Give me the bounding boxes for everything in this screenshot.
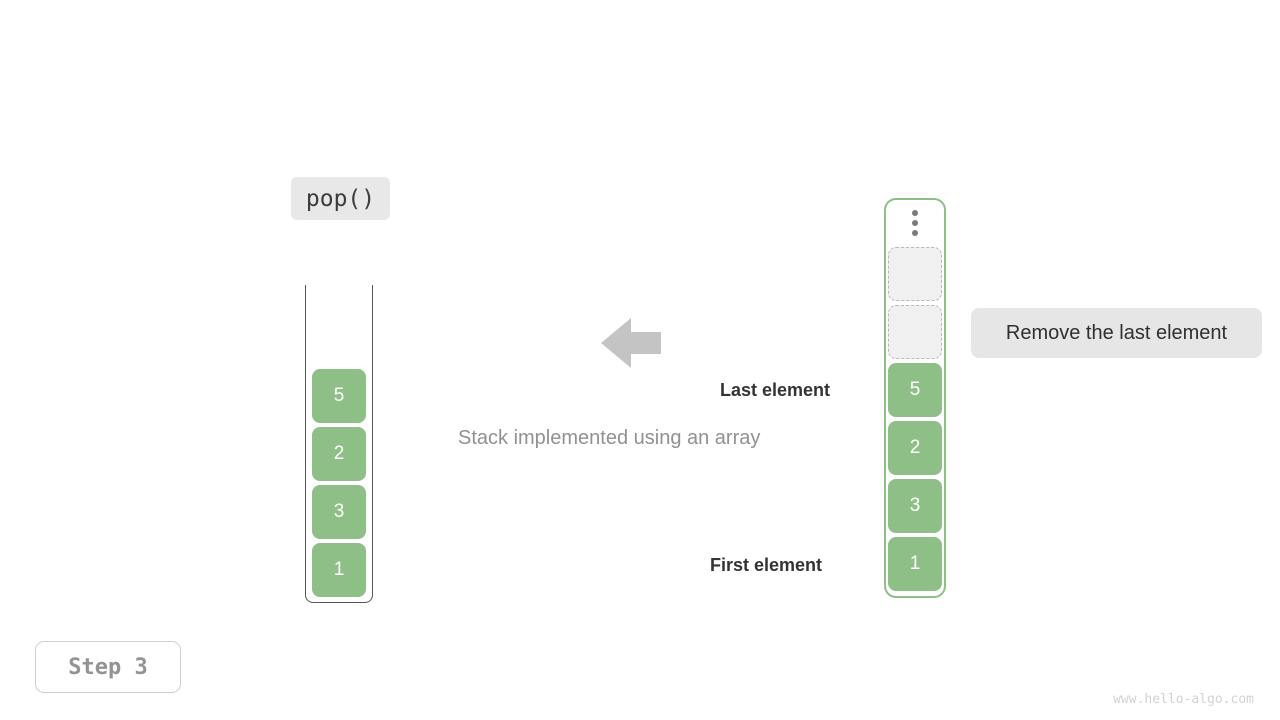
stack-cell: 5 <box>888 363 942 417</box>
right-stack-cells: 5 2 3 1 <box>888 247 942 591</box>
ellipsis-dot <box>912 220 918 226</box>
stack-cell: 1 <box>888 537 942 591</box>
annotation-first-element: First element <box>710 555 823 575</box>
callout-remove-last-element: Remove the last element <box>971 308 1262 358</box>
stack-cell-value: 2 <box>909 437 921 458</box>
stack-cell: 2 <box>888 421 942 475</box>
stack-cell-empty <box>888 305 942 359</box>
diagram-caption: Stack implemented using an array <box>458 427 761 449</box>
annotation-last-element: Last element <box>720 380 831 400</box>
vertical-ellipsis-icon <box>886 210 944 236</box>
operation-label: pop() <box>291 177 390 220</box>
step-badge: Step 3 <box>35 641 181 693</box>
stack-cell: 3 <box>888 479 942 533</box>
left-stack: 5 2 3 1 <box>305 285 373 603</box>
left-stack-container-outline <box>305 285 373 603</box>
stack-cell-value: 3 <box>909 495 921 516</box>
stack-cell: 1 <box>312 543 366 597</box>
stack-cell-value: 1 <box>909 553 921 574</box>
callout-text: Remove the last element <box>1005 321 1228 344</box>
right-stack: 5 2 3 1 <box>884 198 946 598</box>
ellipsis-dot <box>912 230 918 236</box>
ellipsis-dot <box>912 210 918 216</box>
stack-cell: 5 <box>312 369 366 423</box>
step-badge-text: Step 3 <box>68 654 148 680</box>
stack-cell-empty <box>888 247 942 301</box>
stack-cell-value: 5 <box>333 385 345 406</box>
stack-cell-value: 3 <box>333 501 345 522</box>
stack-cell-value: 2 <box>333 443 345 464</box>
left-stack-cells: 5 2 3 1 <box>312 369 366 597</box>
operation-label-text: pop() <box>305 185 376 212</box>
stack-cell-value: 5 <box>909 379 921 400</box>
watermark: www.hello-algo.com <box>1113 692 1254 707</box>
left-arrow-icon <box>601 318 661 368</box>
stack-cell-value: 1 <box>333 559 345 580</box>
stack-cell: 3 <box>312 485 366 539</box>
stack-cell: 2 <box>312 427 366 481</box>
